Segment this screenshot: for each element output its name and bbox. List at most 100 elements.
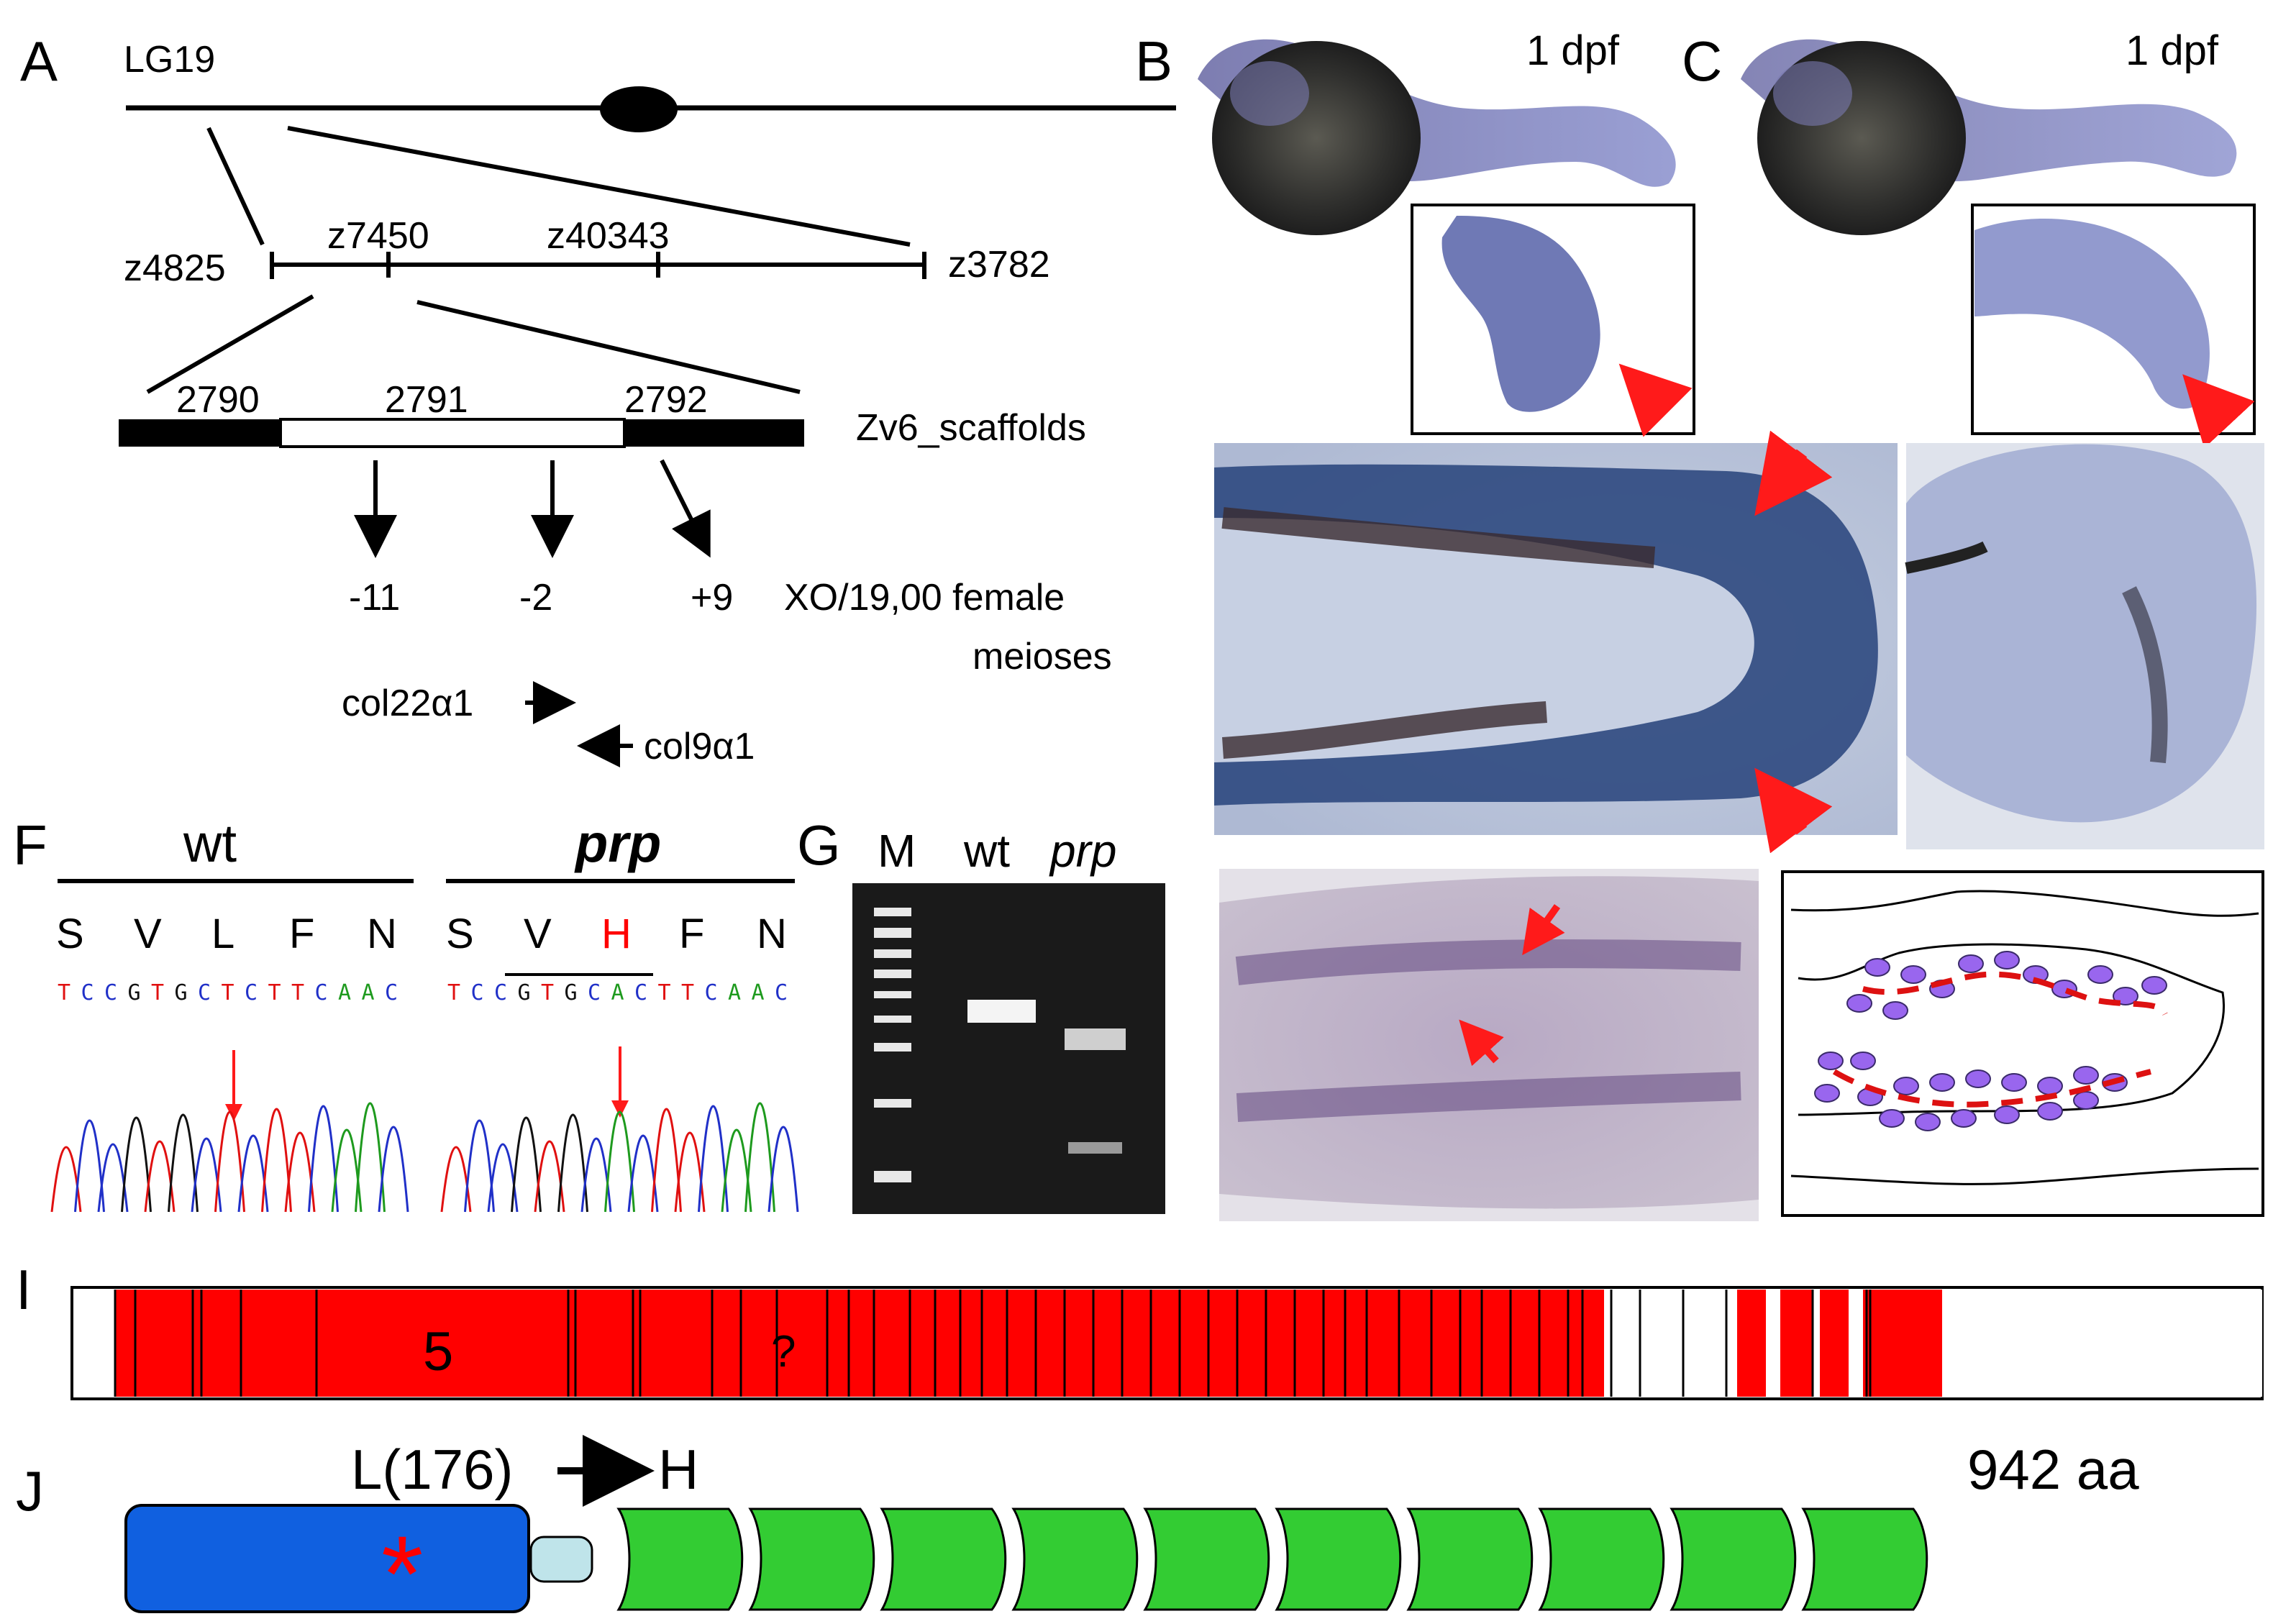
cell-dot <box>1994 1105 2020 1124</box>
amino-acid: F <box>679 911 704 957</box>
prp-label: prp <box>574 813 661 873</box>
cell-dot <box>2087 965 2113 984</box>
meioses-label-line1: XO/19,00 female <box>784 577 1065 619</box>
zoom-line-left <box>206 127 265 246</box>
trace-peak <box>744 1102 775 1213</box>
cell-dot <box>1893 1077 1919 1095</box>
scaffold-label-2791: 2791 <box>385 379 468 421</box>
mutation-to: H <box>658 1438 698 1501</box>
cell-dot <box>1900 965 1926 984</box>
panel-label-i: I <box>16 1258 32 1321</box>
sequence-base: G <box>175 980 188 1005</box>
arrow-d-bottom <box>1754 767 1833 854</box>
sequence-base: G <box>518 980 531 1005</box>
cell-dot <box>1879 1109 1905 1128</box>
amino-acid: S <box>446 911 474 957</box>
inset-b-tail <box>1441 216 1600 412</box>
sequence-base: A <box>611 980 624 1005</box>
recombinant-right: +9 <box>691 577 733 619</box>
amino-acid: S <box>56 911 84 957</box>
sequence-base: A <box>752 980 765 1005</box>
cell-dot <box>2073 1091 2099 1110</box>
sequence-base: T <box>268 980 281 1005</box>
sequence-base: T <box>681 980 694 1005</box>
collagen-repeat <box>1275 1507 1402 1611</box>
sequence-base: C <box>775 980 788 1005</box>
sequence-base: C <box>705 980 718 1005</box>
sequence-base: C <box>471 980 484 1005</box>
sequence-base: T <box>447 980 460 1005</box>
dashed-boundary-top <box>1862 971 2168 1016</box>
centromere <box>600 86 678 132</box>
marker-z40343: z40343 <box>547 215 670 257</box>
trace-peak <box>261 1108 292 1213</box>
panel-b-embryo: 1 dpf <box>1198 27 1695 437</box>
cell-dot <box>1882 1001 1908 1020</box>
cell-dot <box>1929 1073 1955 1092</box>
panel-e-photo <box>1905 443 2264 849</box>
sequence-base: C <box>245 980 258 1005</box>
panel-i-exons: 5 ? <box>70 1286 2264 1400</box>
panel-label-b: B <box>1135 29 1172 93</box>
recombinant-left: -11 <box>349 577 400 619</box>
sequence-base: C <box>198 980 211 1005</box>
marker-z7450: z7450 <box>327 215 429 257</box>
collagen-repeat <box>1406 1507 1534 1611</box>
panel-g-gel: M wt prp <box>852 825 1165 1214</box>
trace-peak <box>355 1102 386 1213</box>
scaffold-2790 <box>119 419 281 447</box>
cell-dot <box>1864 958 1890 977</box>
recombinant-mid: -2 <box>519 577 552 619</box>
collagen-domains <box>616 1507 1928 1611</box>
cell-dot <box>2141 976 2167 995</box>
protein-length: 942 aa <box>1967 1438 2139 1501</box>
trace-peak <box>74 1119 105 1213</box>
linker-domain <box>529 1536 593 1583</box>
lane-label-m: M <box>878 825 916 877</box>
prp-band-lower <box>1068 1142 1122 1154</box>
cell-dot <box>2037 1102 2063 1121</box>
trace-peak <box>511 1116 542 1213</box>
stage-label-c: 1 dpf <box>2126 27 2219 74</box>
cell-dot <box>1846 994 1872 1013</box>
collagen-repeat <box>1538 1507 1665 1611</box>
gene-col22a1: col22α1 <box>342 683 473 724</box>
wt-band <box>967 1000 1036 1023</box>
amino-acid: N <box>367 911 397 957</box>
trace-peak <box>378 1126 409 1213</box>
scaffold-2791 <box>279 418 626 448</box>
amino-acid: V <box>134 911 162 957</box>
sequence-base: T <box>658 980 671 1005</box>
marker-z3782: z3782 <box>948 244 1050 286</box>
cell-dot <box>1850 1052 1876 1070</box>
cell-dot <box>2001 1073 2027 1092</box>
panel-label-f: F <box>13 813 47 877</box>
arrow-b <box>1618 363 1693 437</box>
sequence-base: T <box>151 980 164 1005</box>
collagen-repeat <box>1143 1507 1270 1611</box>
sequence-base: A <box>728 980 741 1005</box>
mutation-asterisk: * <box>381 1513 423 1624</box>
collagen-repeat <box>1670 1507 1797 1611</box>
exon-blocks <box>114 1290 2262 1397</box>
sequence-base: A <box>362 980 375 1005</box>
gene-col9a1: col9α1 <box>644 726 755 767</box>
amino-acid: L <box>211 911 234 957</box>
dashed-boundary-bottom <box>1832 1069 2151 1108</box>
prp-band-upper <box>1065 1028 1126 1050</box>
collagen-repeat <box>1011 1507 1139 1611</box>
wt-label: wt <box>183 813 237 873</box>
amino-acid: V <box>524 911 552 957</box>
exon-label-unknown: ? <box>771 1327 796 1377</box>
exon-label-5: 5 <box>423 1321 453 1382</box>
sequence-base: T <box>291 980 304 1005</box>
lane-label-wt: wt <box>963 825 1010 877</box>
sequence-base: T <box>58 980 70 1005</box>
panel-label-c: C <box>1682 29 1722 93</box>
cell-dot <box>1994 951 2020 970</box>
